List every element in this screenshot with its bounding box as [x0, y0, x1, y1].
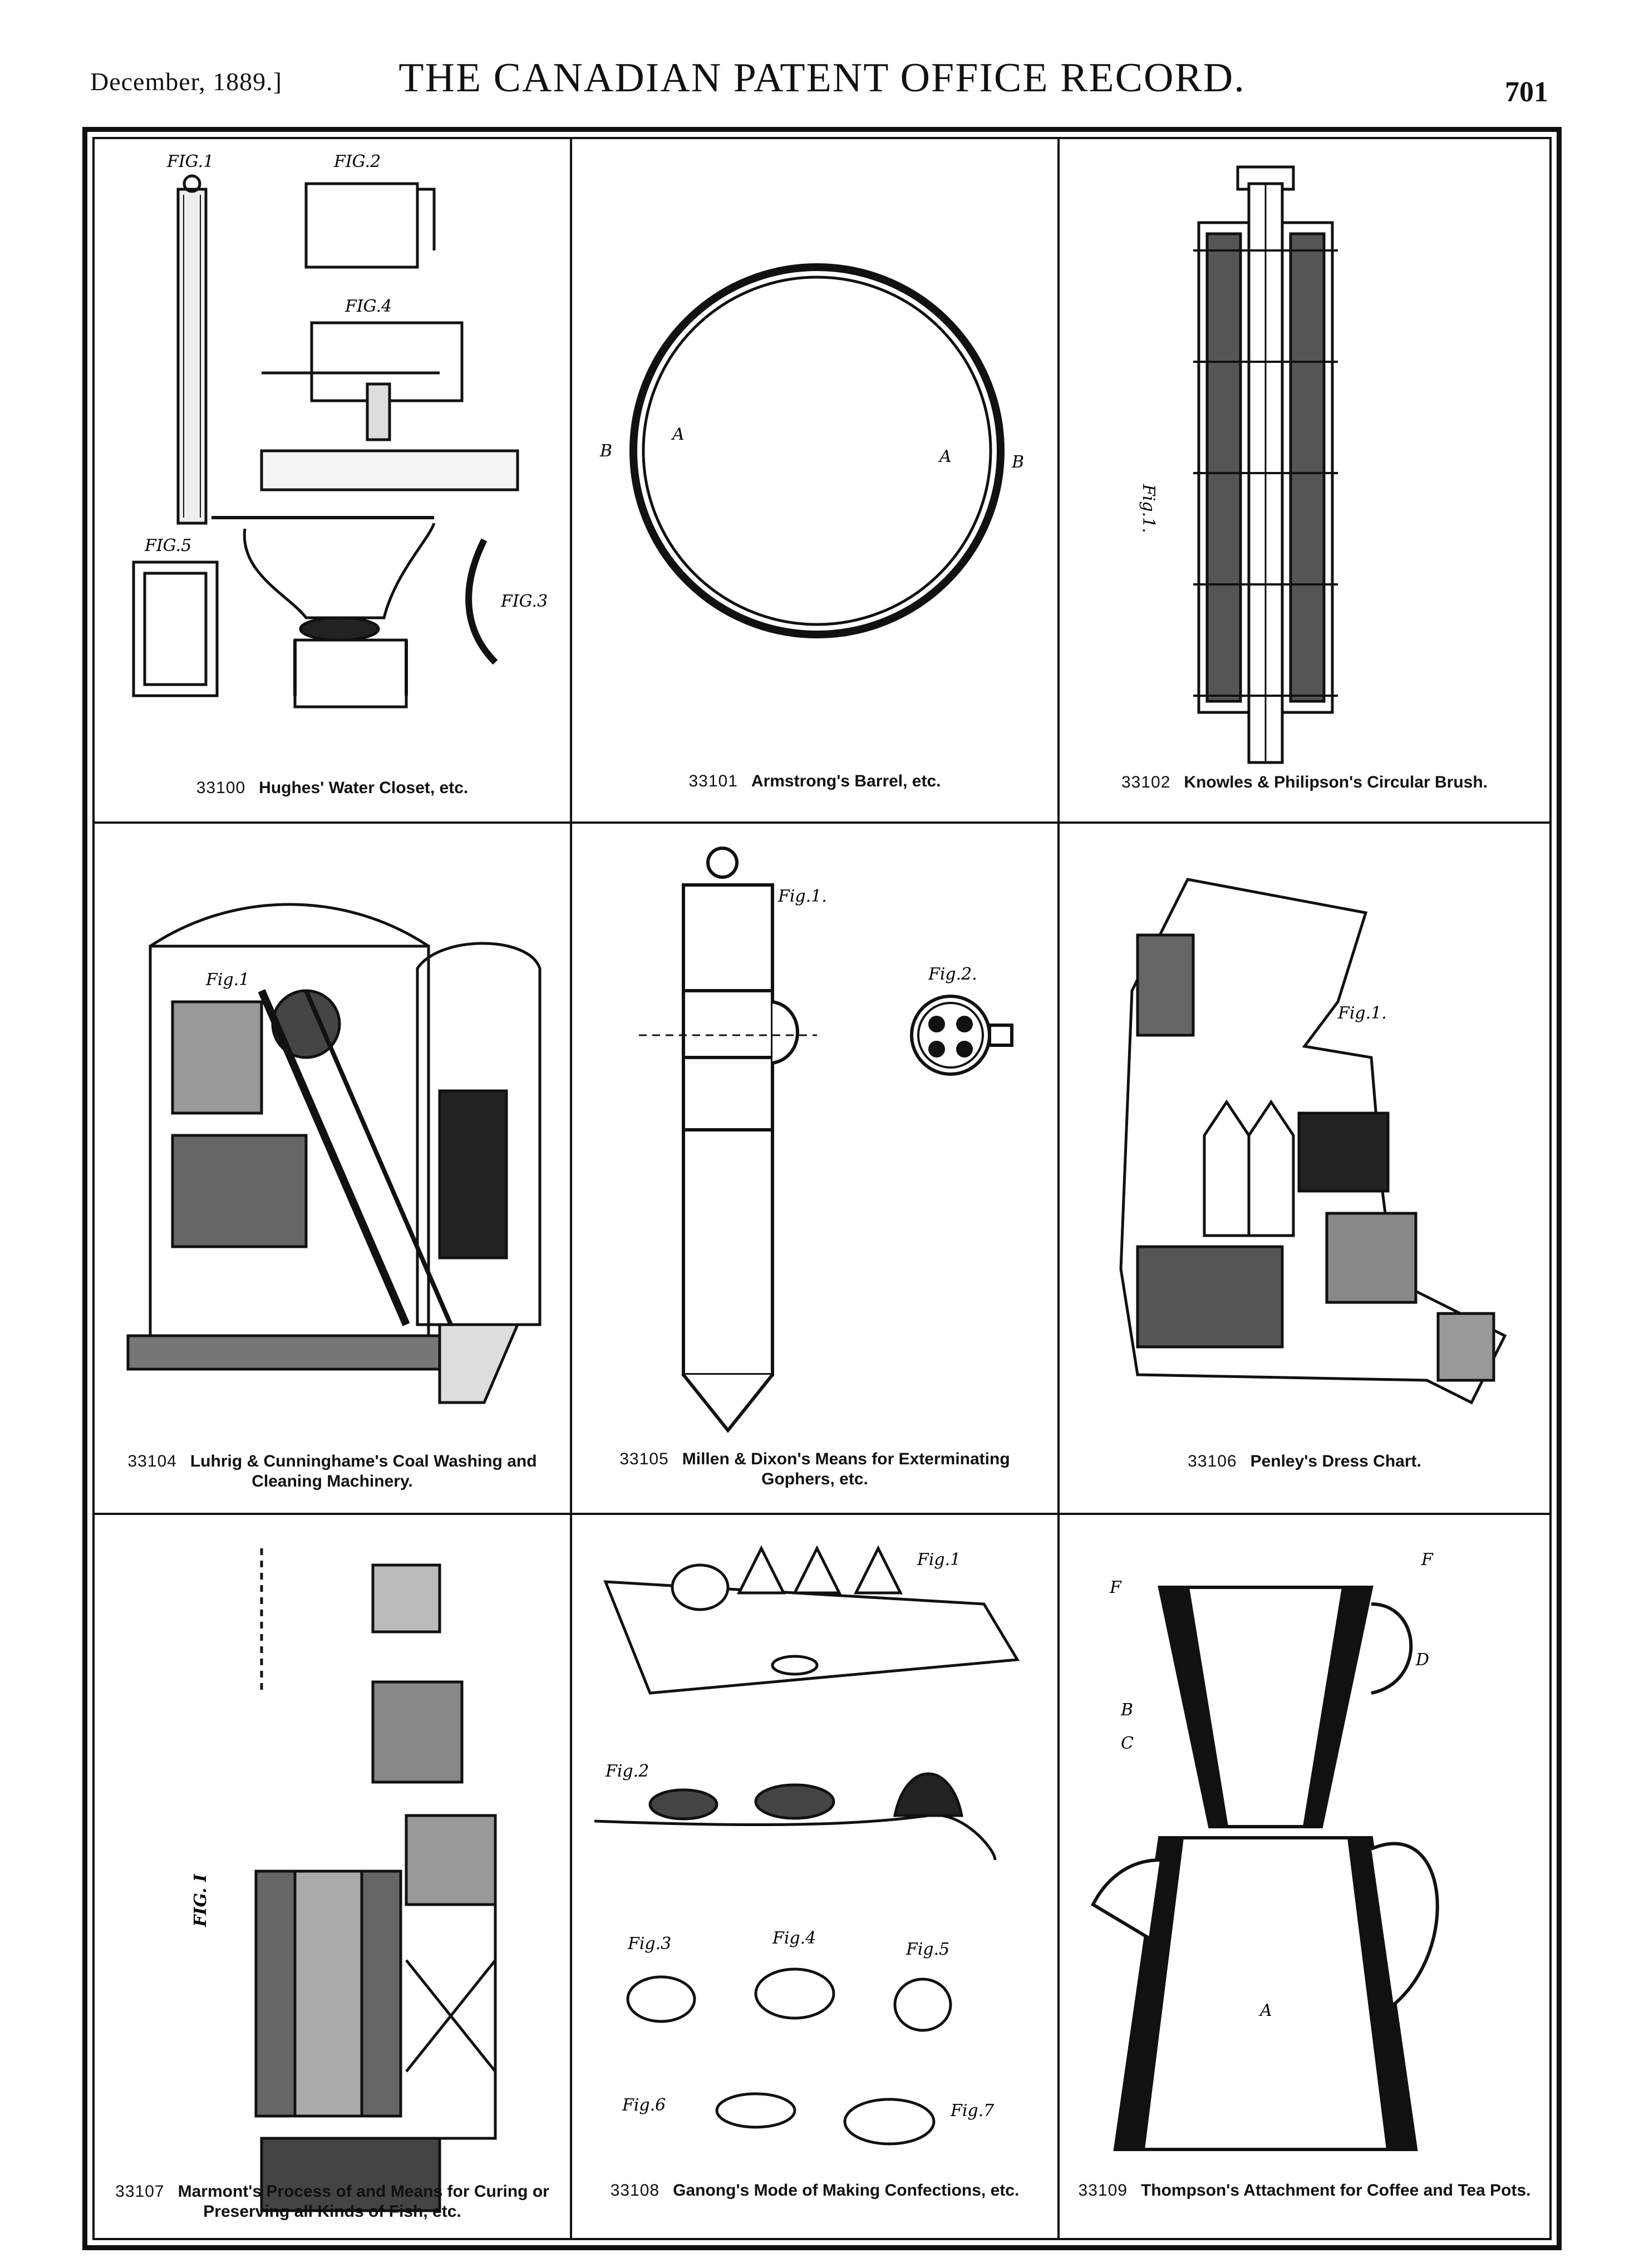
panel-caption: 33102 Knowles & Philipson's Circular Brus…: [1071, 773, 1538, 793]
fig3-label: Fig.3: [627, 1934, 671, 1954]
patent-panel-33109: A B C D F F 33109 Thompson's Attachment f…: [1060, 1515, 1549, 2238]
patent-title: Millen & Dixon's Means for Exterminating…: [682, 1450, 1010, 1488]
panel-caption: 33108 Ganong's Mode of Making Confections…: [583, 2181, 1046, 2201]
patent-title: Knowles & Philipson's Circular Brush.: [1184, 773, 1488, 791]
confections-illustration: Fig.1 Fig.2 Fig.3 Fig.4 Fig.5 Fig.6 Fig.…: [594, 1545, 1020, 2146]
fig4-label: FIG.4: [344, 297, 392, 316]
grid-divider-v1: [570, 137, 572, 2240]
panel-caption: 33109 Thompson's Attachment for Coffee an…: [1071, 2181, 1538, 2201]
fig5-label: FIG.5: [144, 536, 191, 555]
patent-title: Hughes' Water Closet, etc.: [259, 779, 469, 797]
patent-panel-33100: FIG.1 FIG.2 FIG.4 FIG.5 FIG.3 33100 Hughe…: [95, 139, 570, 821]
page-border-inner: [92, 137, 1552, 2240]
page-number: 701: [1505, 76, 1548, 108]
patent-title: Penley's Dress Chart.: [1250, 1452, 1421, 1470]
fig2-label: Fig.2.: [928, 965, 977, 984]
gopher-exterminator-illustration: Fig.1. Fig.2.: [639, 847, 1013, 1433]
patent-panel-33104: Fig.1 33104 Luhrig & Cunninghame's Coal W…: [95, 824, 570, 1513]
patent-panel-33101: A A B B 33101 Armstrong's Barrel, etc.: [572, 139, 1057, 821]
fig3-label: FIG.3: [500, 592, 548, 611]
panel-caption: 33101 Armstrong's Barrel, etc.: [583, 771, 1046, 791]
grid-divider-h1: [92, 821, 1552, 824]
fig2-label: FIG.2: [333, 152, 381, 171]
label-b-right: B: [1011, 452, 1024, 472]
label-a-left: A: [671, 425, 685, 444]
patent-number: 33106: [1188, 1452, 1237, 1470]
fig1-label: FIG. I: [191, 1873, 210, 1927]
patent-panel-33106: Fig.1. 33106 Penley's Dress Chart.: [1060, 824, 1549, 1513]
dress-chart-illustration: Fig.1.: [1119, 878, 1507, 1405]
grid-divider-v2: [1057, 137, 1060, 2240]
label-a: A: [1258, 2001, 1272, 2020]
coffee-pot-attachment-illustration: A B C D F F: [1091, 1550, 1439, 2151]
patent-number: 33109: [1078, 2181, 1128, 2200]
patent-panel-33105: Fig.1. Fig.2. 33105 Millen & Dixon's Mean…: [572, 824, 1057, 1513]
page-header: December, 1889.] THE CANADIAN PATENT OFF…: [0, 55, 1644, 116]
page-border-outer: [82, 127, 1562, 2250]
publication-title: THE CANADIAN PATENT OFFICE RECORD.: [398, 55, 1246, 101]
fig1-label: Fig.1.: [1337, 1003, 1387, 1023]
water-closet-illustration: FIG.1 FIG.2 FIG.4 FIG.5 FIG.3: [132, 152, 548, 709]
panel-caption: 33100 Hughes' Water Closet, etc.: [106, 778, 559, 798]
patent-title: Ganong's Mode of Making Confections, etc…: [673, 2181, 1020, 2200]
fig4-label: Fig.4: [772, 1928, 816, 1948]
barrel-hoop-illustration: A A B B: [599, 263, 1024, 638]
patent-number: 33100: [196, 779, 246, 797]
fig5-label: Fig.5: [905, 1940, 949, 1959]
fig1-label: Fig.1: [917, 1550, 961, 1570]
panel-caption: 33106 Penley's Dress Chart.: [1071, 1452, 1538, 1472]
fig6-label: Fig.6: [622, 2095, 666, 2115]
fig7-label: Fig.7: [950, 2101, 995, 2121]
label-a-right: A: [938, 447, 952, 466]
label-d: D: [1415, 1650, 1429, 1670]
fig1-label: FIG.1: [166, 152, 214, 171]
patent-number: 33107: [115, 2182, 165, 2201]
label-c: C: [1121, 1734, 1134, 1753]
patent-panel-33108: Fig.1 Fig.2 Fig.3 Fig.4 Fig.5 Fig.6 Fig.…: [572, 1515, 1057, 2238]
patent-title: Thompson's Attachment for Coffee and Tea…: [1140, 2181, 1531, 2200]
fig2-label: Fig.2: [605, 1762, 649, 1781]
patent-number: 33102: [1121, 773, 1171, 791]
fig1-label: Fig.1.: [777, 887, 827, 906]
grid-divider-h2: [92, 1513, 1552, 1515]
patent-number: 33105: [619, 1450, 669, 1468]
panel-caption: 33104 Luhrig & Cunninghame's Coal Washing…: [106, 1452, 559, 1492]
coal-washing-machinery-illustration: Fig.1: [126, 903, 542, 1404]
patent-number: 33101: [688, 772, 738, 790]
patent-number: 33108: [610, 2181, 660, 2200]
panel-caption: 33105 Millen & Dixon's Means for Extermin…: [583, 1449, 1046, 1489]
label-b-left: B: [599, 441, 612, 461]
label-f-right: F: [1421, 1550, 1434, 1570]
patent-panel-33107: FIG. I 33107 Marmont's Process of and Mea…: [95, 1515, 570, 2238]
fig1-label: Fig.1.: [1139, 484, 1158, 533]
panel-caption: 33107 Marmont's Process of and Means for …: [100, 2182, 564, 2222]
circular-brush-illustration: Fig.1.: [1139, 165, 1338, 764]
fish-curing-apparatus-illustration: FIG. I: [191, 1548, 497, 2212]
fig1-label: Fig.1: [205, 970, 249, 990]
patent-title: Luhrig & Cunninghame's Coal Washing and …: [190, 1452, 537, 1490]
patent-title: Marmont's Process of and Means for Curin…: [178, 2182, 549, 2221]
issue-date: December, 1889.]: [90, 67, 282, 96]
label-b: B: [1120, 1700, 1133, 1720]
label-f-left: F: [1109, 1578, 1122, 1597]
patent-number: 33104: [127, 1452, 177, 1470]
patent-title: Armstrong's Barrel, etc.: [751, 772, 941, 790]
patent-panel-33102: Fig.1. 33102 Knowles & Philipson's Circul…: [1060, 139, 1549, 821]
